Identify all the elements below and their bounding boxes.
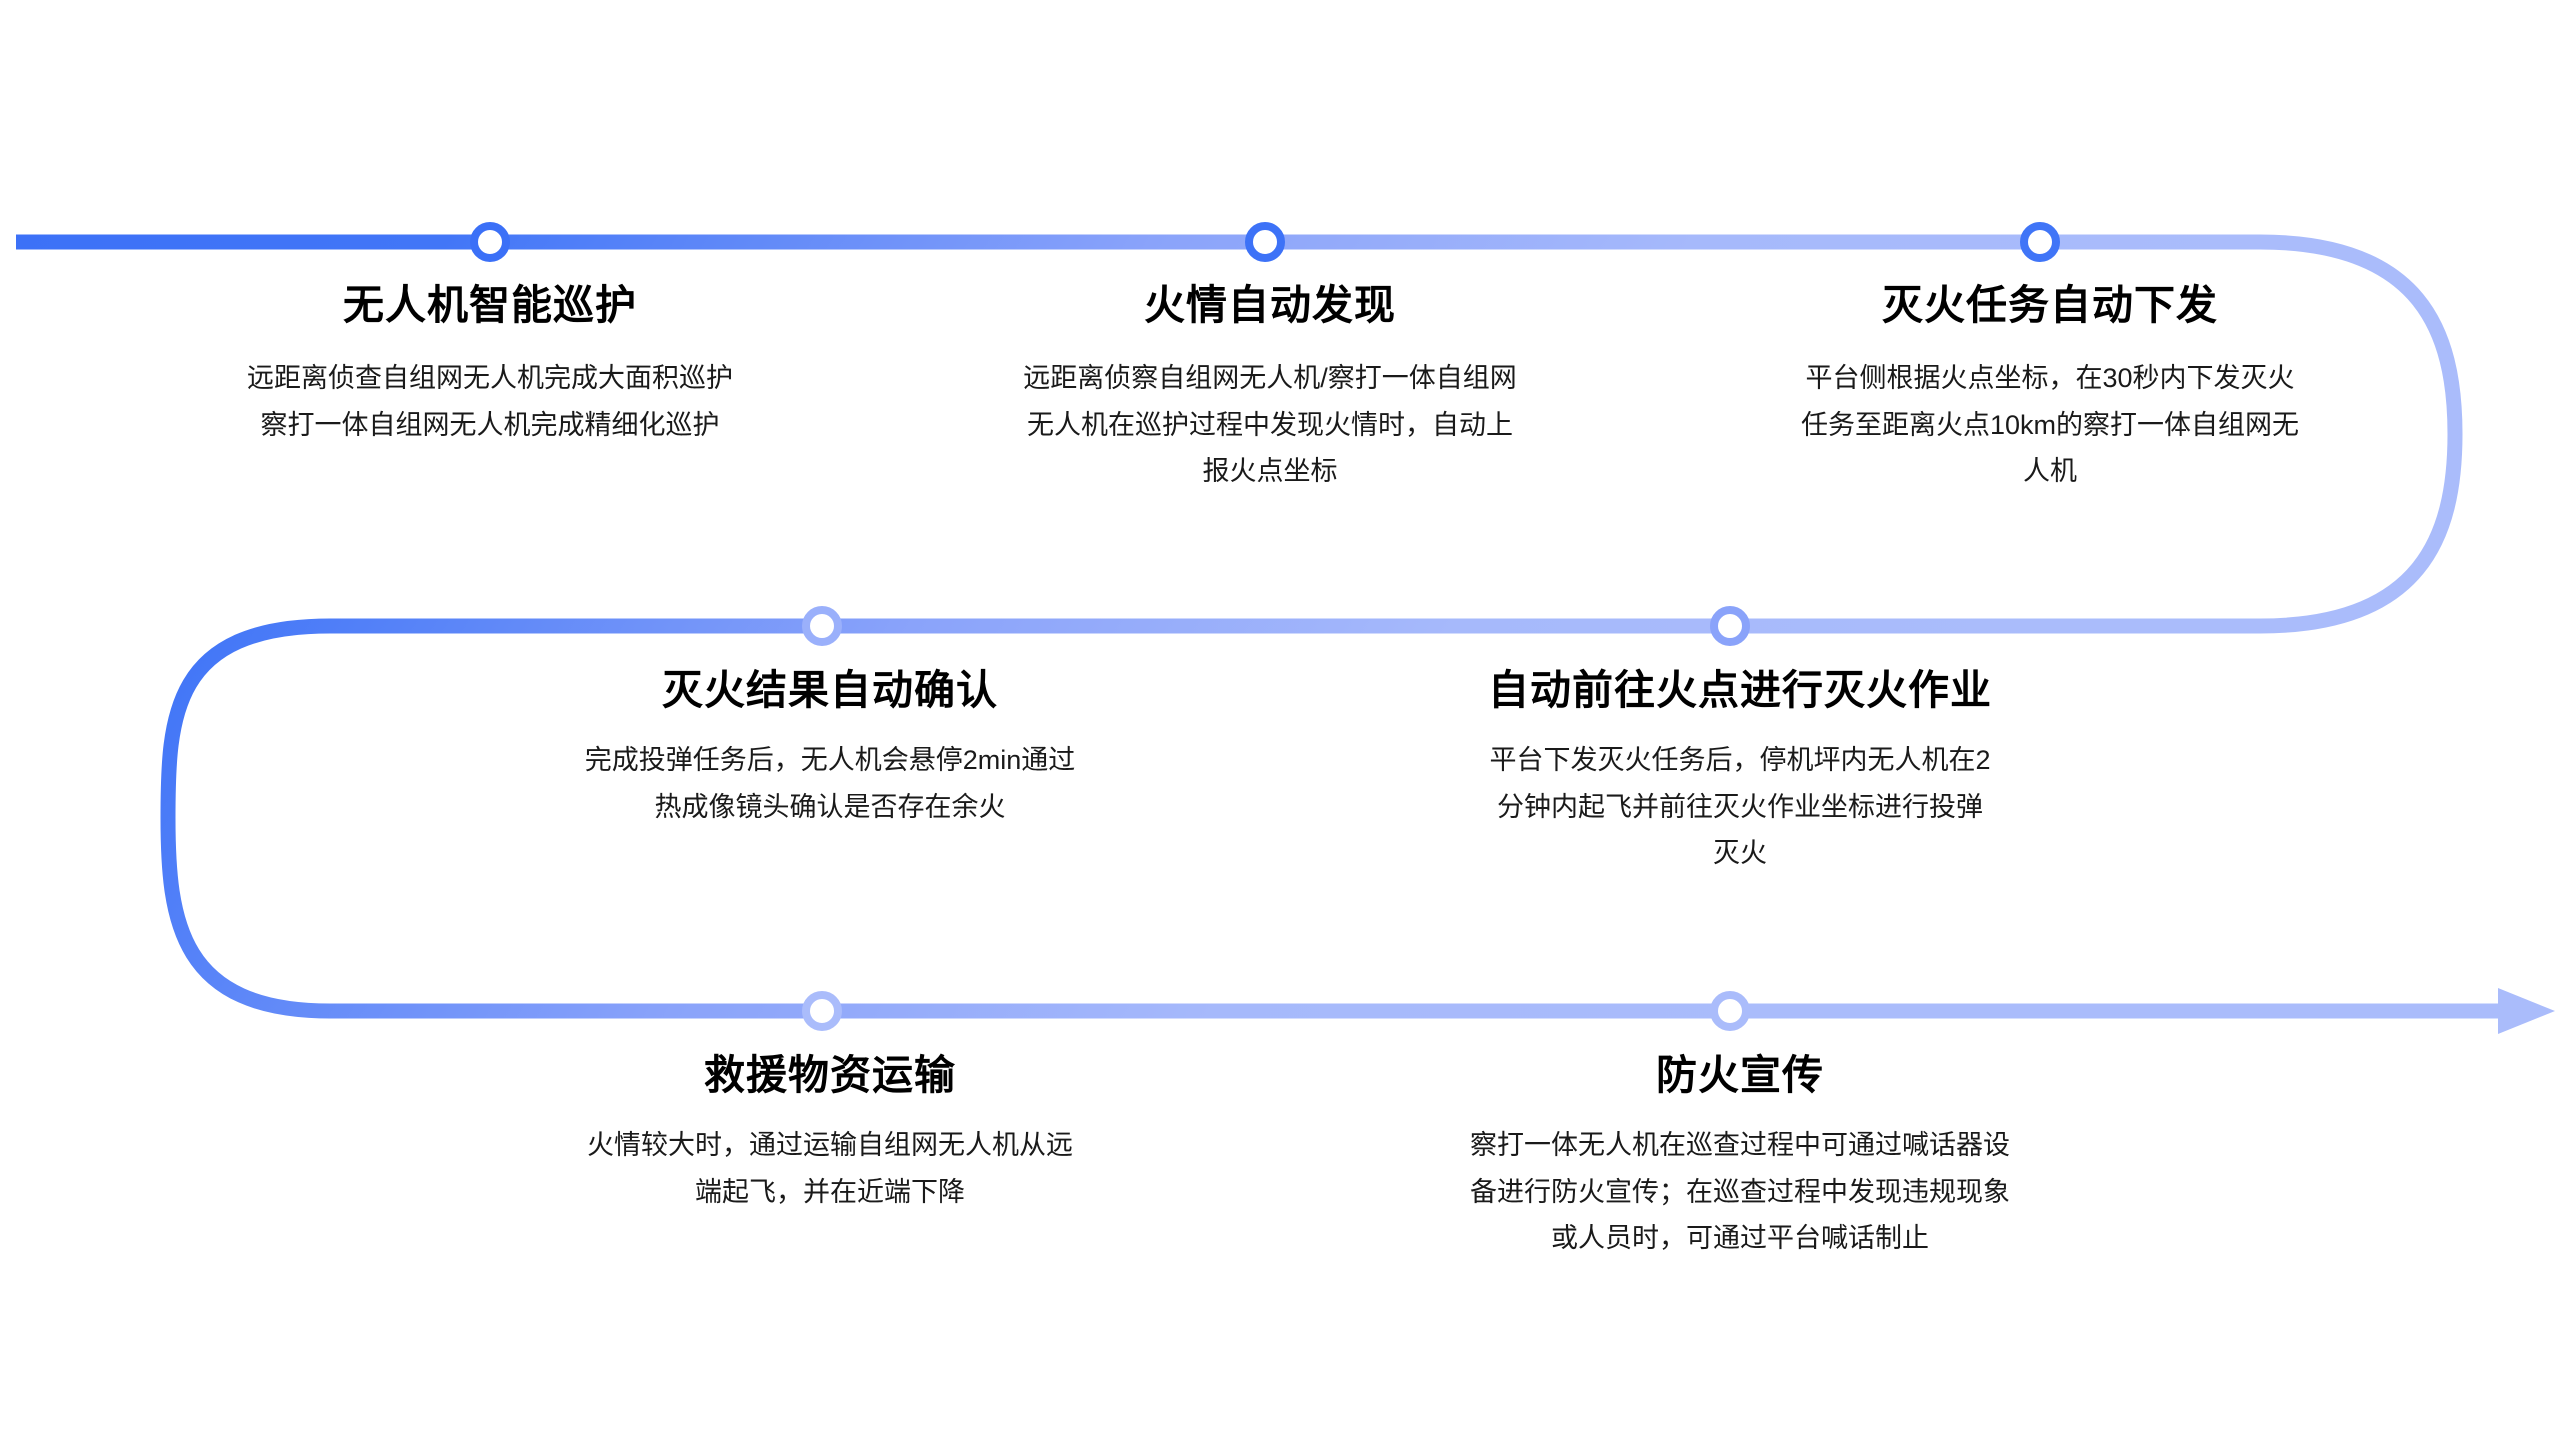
step-1-title: 无人机智能巡护 <box>343 282 637 328</box>
node-marker-4[interactable] <box>802 606 842 646</box>
node-marker-7[interactable] <box>1710 991 1750 1031</box>
step-4-description: 完成投弹任务后，无人机会悬停2min通过 热成像镜头确认是否存在余火 <box>430 737 1230 830</box>
flow-step-7[interactable]: 防火宣传 察打一体无人机在巡查过程中可通过喊话器设 备进行防火宣传；在巡查过程中… <box>1340 1052 2140 1261</box>
step-5-desc-line-2: 分钟内起飞并前往灭火作业坐标进行投弹 <box>1497 791 1983 822</box>
step-5-desc-line-1: 平台下发灭火任务后，停机坪内无人机在2 <box>1489 745 1991 776</box>
step-6-desc-line-1: 火情较大时，通过运输自组网无人机从远 <box>587 1130 1073 1161</box>
step-7-description: 察打一体无人机在巡查过程中可通过喊话器设 备进行防火宣传；在巡查过程中发现违规现… <box>1340 1122 2140 1261</box>
step-7-desc-line-1: 察打一体无人机在巡查过程中可通过喊话器设 <box>1470 1130 2010 1161</box>
step-4-title: 灭火结果自动确认 <box>662 667 998 713</box>
flow-step-4[interactable]: 灭火结果自动确认 完成投弹任务后，无人机会悬停2min通过 热成像镜头确认是否存… <box>430 667 1230 830</box>
step-3-description: 平台侧根据火点坐标，在30秒内下发灭火 任务至距离火点10km的察打一体自组网无… <box>1660 355 2440 494</box>
step-1-description: 远距离侦查自组网无人机完成大面积巡护 察打一体自组网无人机完成精细化巡护 <box>60 355 920 448</box>
flow-step-2[interactable]: 火情自动发现 远距离侦察自组网无人机/察打一体自组网 无人机在巡护过程中发现火情… <box>880 282 1660 494</box>
step-5-title: 自动前往火点进行灭火作业 <box>1488 667 1992 713</box>
arrow-head-icon <box>2498 988 2555 1034</box>
step-6-desc-line-2: 端起飞，并在近端下降 <box>695 1176 965 1207</box>
node-marker-1[interactable] <box>470 222 510 262</box>
step-1-desc-line-1: 远距离侦查自组网无人机完成大面积巡护 <box>247 363 733 394</box>
step-7-title: 防火宣传 <box>1656 1052 1824 1098</box>
step-5-description: 平台下发灭火任务后，停机坪内无人机在2 分钟内起飞并前往灭火作业坐标进行投弹 灭… <box>1340 737 2140 876</box>
step-3-desc-line-3: 人机 <box>2023 455 2077 486</box>
flow-step-1[interactable]: 无人机智能巡护 远距离侦查自组网无人机完成大面积巡护 察打一体自组网无人机完成精… <box>60 282 920 448</box>
node-marker-6[interactable] <box>802 991 842 1031</box>
step-1-desc-line-2: 察打一体自组网无人机完成精细化巡护 <box>260 409 720 440</box>
step-2-desc-line-2: 无人机在巡护过程中发现火情时，自动上 <box>1027 409 1513 440</box>
step-2-description: 远距离侦察自组网无人机/察打一体自组网 无人机在巡护过程中发现火情时，自动上 报… <box>880 355 1660 494</box>
step-7-desc-line-2: 备进行防火宣传；在巡查过程中发现违规现象 <box>1470 1176 2010 1207</box>
step-3-title: 灭火任务自动下发 <box>1882 282 2218 328</box>
step-2-desc-line-1: 远距离侦察自组网无人机/察打一体自组网 <box>1023 363 1517 394</box>
step-2-title: 火情自动发现 <box>1144 282 1396 328</box>
flow-step-3[interactable]: 灭火任务自动下发 平台侧根据火点坐标，在30秒内下发灭火 任务至距离火点10km… <box>1660 282 2440 494</box>
step-7-desc-line-3: 或人员时，可通过平台喊话制止 <box>1551 1222 1929 1253</box>
node-marker-5[interactable] <box>1710 606 1750 646</box>
flow-step-6[interactable]: 救援物资运输 火情较大时，通过运输自组网无人机从远 端起飞，并在近端下降 <box>430 1052 1230 1215</box>
node-marker-3[interactable] <box>2020 222 2060 262</box>
step-2-desc-line-3: 报火点坐标 <box>1202 455 1338 486</box>
step-5-desc-line-3: 灭火 <box>1713 837 1767 868</box>
flow-step-5[interactable]: 自动前往火点进行灭火作业 平台下发灭火任务后，停机坪内无人机在2 分钟内起飞并前… <box>1340 667 2140 876</box>
step-6-description: 火情较大时，通过运输自组网无人机从远 端起飞，并在近端下降 <box>430 1122 1230 1215</box>
step-6-title: 救援物资运输 <box>704 1052 956 1098</box>
step-4-desc-line-1: 完成投弹任务后，无人机会悬停2min通过 <box>584 745 1076 776</box>
step-3-desc-line-2: 任务至距离火点10km的察打一体自组网无 <box>1800 409 2300 440</box>
node-marker-2[interactable] <box>1245 222 1285 262</box>
step-3-desc-line-1: 平台侧根据火点坐标，在30秒内下发灭火 <box>1805 363 2295 394</box>
step-4-desc-line-2: 热成像镜头确认是否存在余火 <box>654 791 1006 822</box>
